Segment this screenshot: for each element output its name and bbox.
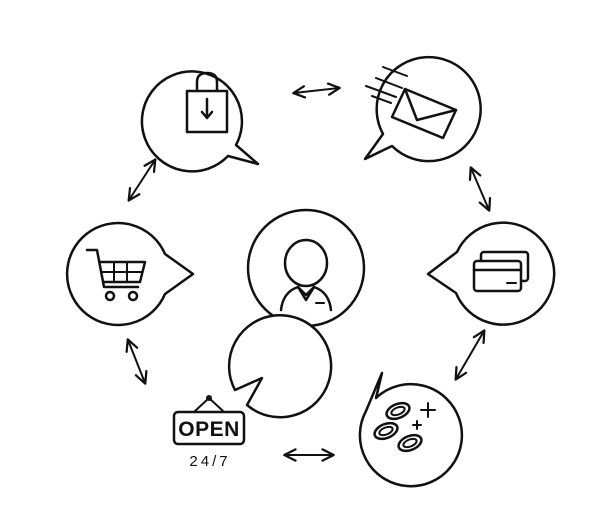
shopping-cart-icon (85, 248, 147, 302)
double-arrow-icon (127, 158, 157, 202)
cart-node (65, 221, 195, 327)
speech-bubble (358, 371, 464, 488)
payment-node (426, 221, 556, 326)
shopping-bag-icon (185, 71, 229, 134)
connector-arrows (125, 82, 492, 462)
coins-icon (373, 401, 436, 453)
speech-bubble (140, 70, 260, 173)
double-arrow-icon (454, 329, 486, 381)
double-arrow-icon (468, 166, 492, 212)
open-sign-icon: OPEN 24/7 (172, 395, 246, 470)
double-arrow-icon (125, 338, 148, 385)
speech-bubble (363, 55, 482, 163)
speech-bubble (227, 313, 333, 419)
coins-node (358, 371, 464, 488)
open-sign-hours: 24/7 (189, 453, 230, 470)
credit-card-icon (472, 250, 530, 293)
open-sign-text: OPEN (178, 418, 240, 441)
center-circle (246, 208, 366, 328)
center-person-node (246, 208, 366, 328)
speech-bubble (65, 221, 195, 327)
envelope-icon (365, 66, 458, 140)
open-sign-node: OPEN 24/7 (172, 313, 333, 470)
double-arrow-icon (292, 82, 341, 99)
email-node (363, 55, 482, 163)
person-icon (279, 238, 333, 312)
shopping-bag-node (140, 70, 260, 173)
